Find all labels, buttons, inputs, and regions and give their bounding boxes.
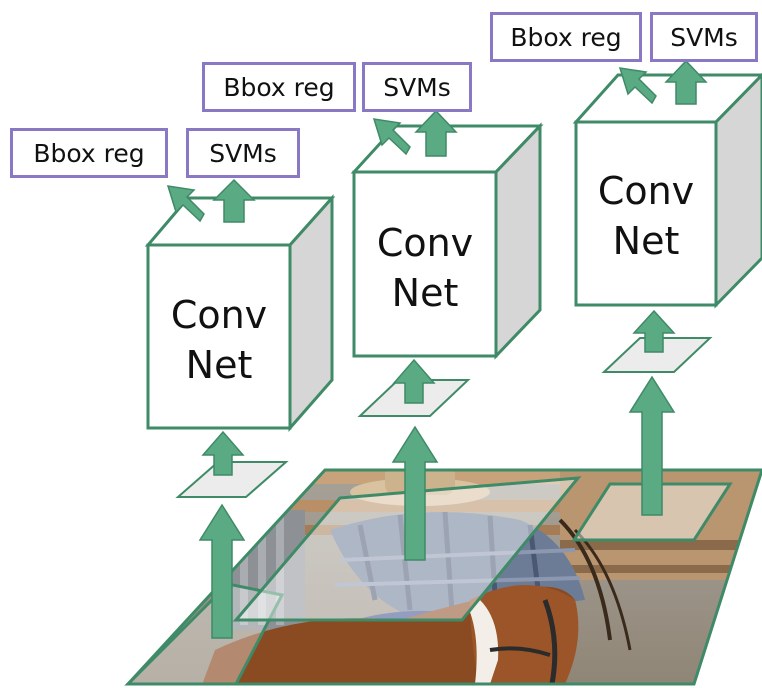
arrow-1-image-to-patch [198,503,246,639]
cube-1-front [146,243,292,430]
conv-net-1-label: Conv Net [148,290,290,390]
arrow-3-image-to-patch [628,375,676,516]
svms-label-3: SVMs [650,12,758,62]
conv-net-2-label: Conv Net [354,218,496,318]
conv-net-2-line2: Net [391,271,459,315]
arrow-3-net-to-svms [664,59,708,105]
arrow-2-image-to-patch [391,425,439,561]
bbox-reg-label-2: Bbox reg [202,62,356,112]
cube-2-front [352,170,498,358]
arrow-3-net-to-bbox [618,67,657,105]
cube-3-front [574,120,718,307]
conv-net-2-line1: Conv [376,221,474,265]
arrow-3-patch-to-net [632,309,676,353]
svms-label-2: SVMs [362,62,472,112]
arrow-1-net-to-svms [212,178,256,223]
arrow-1-patch-to-net [201,430,245,476]
patch-1 [175,461,289,498]
conv-net-1-line1: Conv [170,293,268,337]
pipeline-3 [572,59,762,516]
arrow-2-patch-to-net [392,358,436,404]
pipeline-2 [350,109,544,561]
svms-label-1: SVMs [186,128,300,178]
arrow-2-net-to-svms [414,109,458,157]
conv-net-3-label: Conv Net [576,166,716,266]
patch-3 [601,337,713,373]
conv-net-3-line1: Conv [597,169,695,213]
arrow-1-net-to-bbox [166,185,205,223]
pipeline-1 [144,178,336,639]
conv-net-1-line2: Net [185,343,253,387]
conv-net-3-line2: Net [612,219,680,263]
bbox-reg-label-1: Bbox reg [10,128,168,178]
bbox-reg-label-3: Bbox reg [490,12,642,62]
arrow-2-net-to-bbox [372,118,411,156]
